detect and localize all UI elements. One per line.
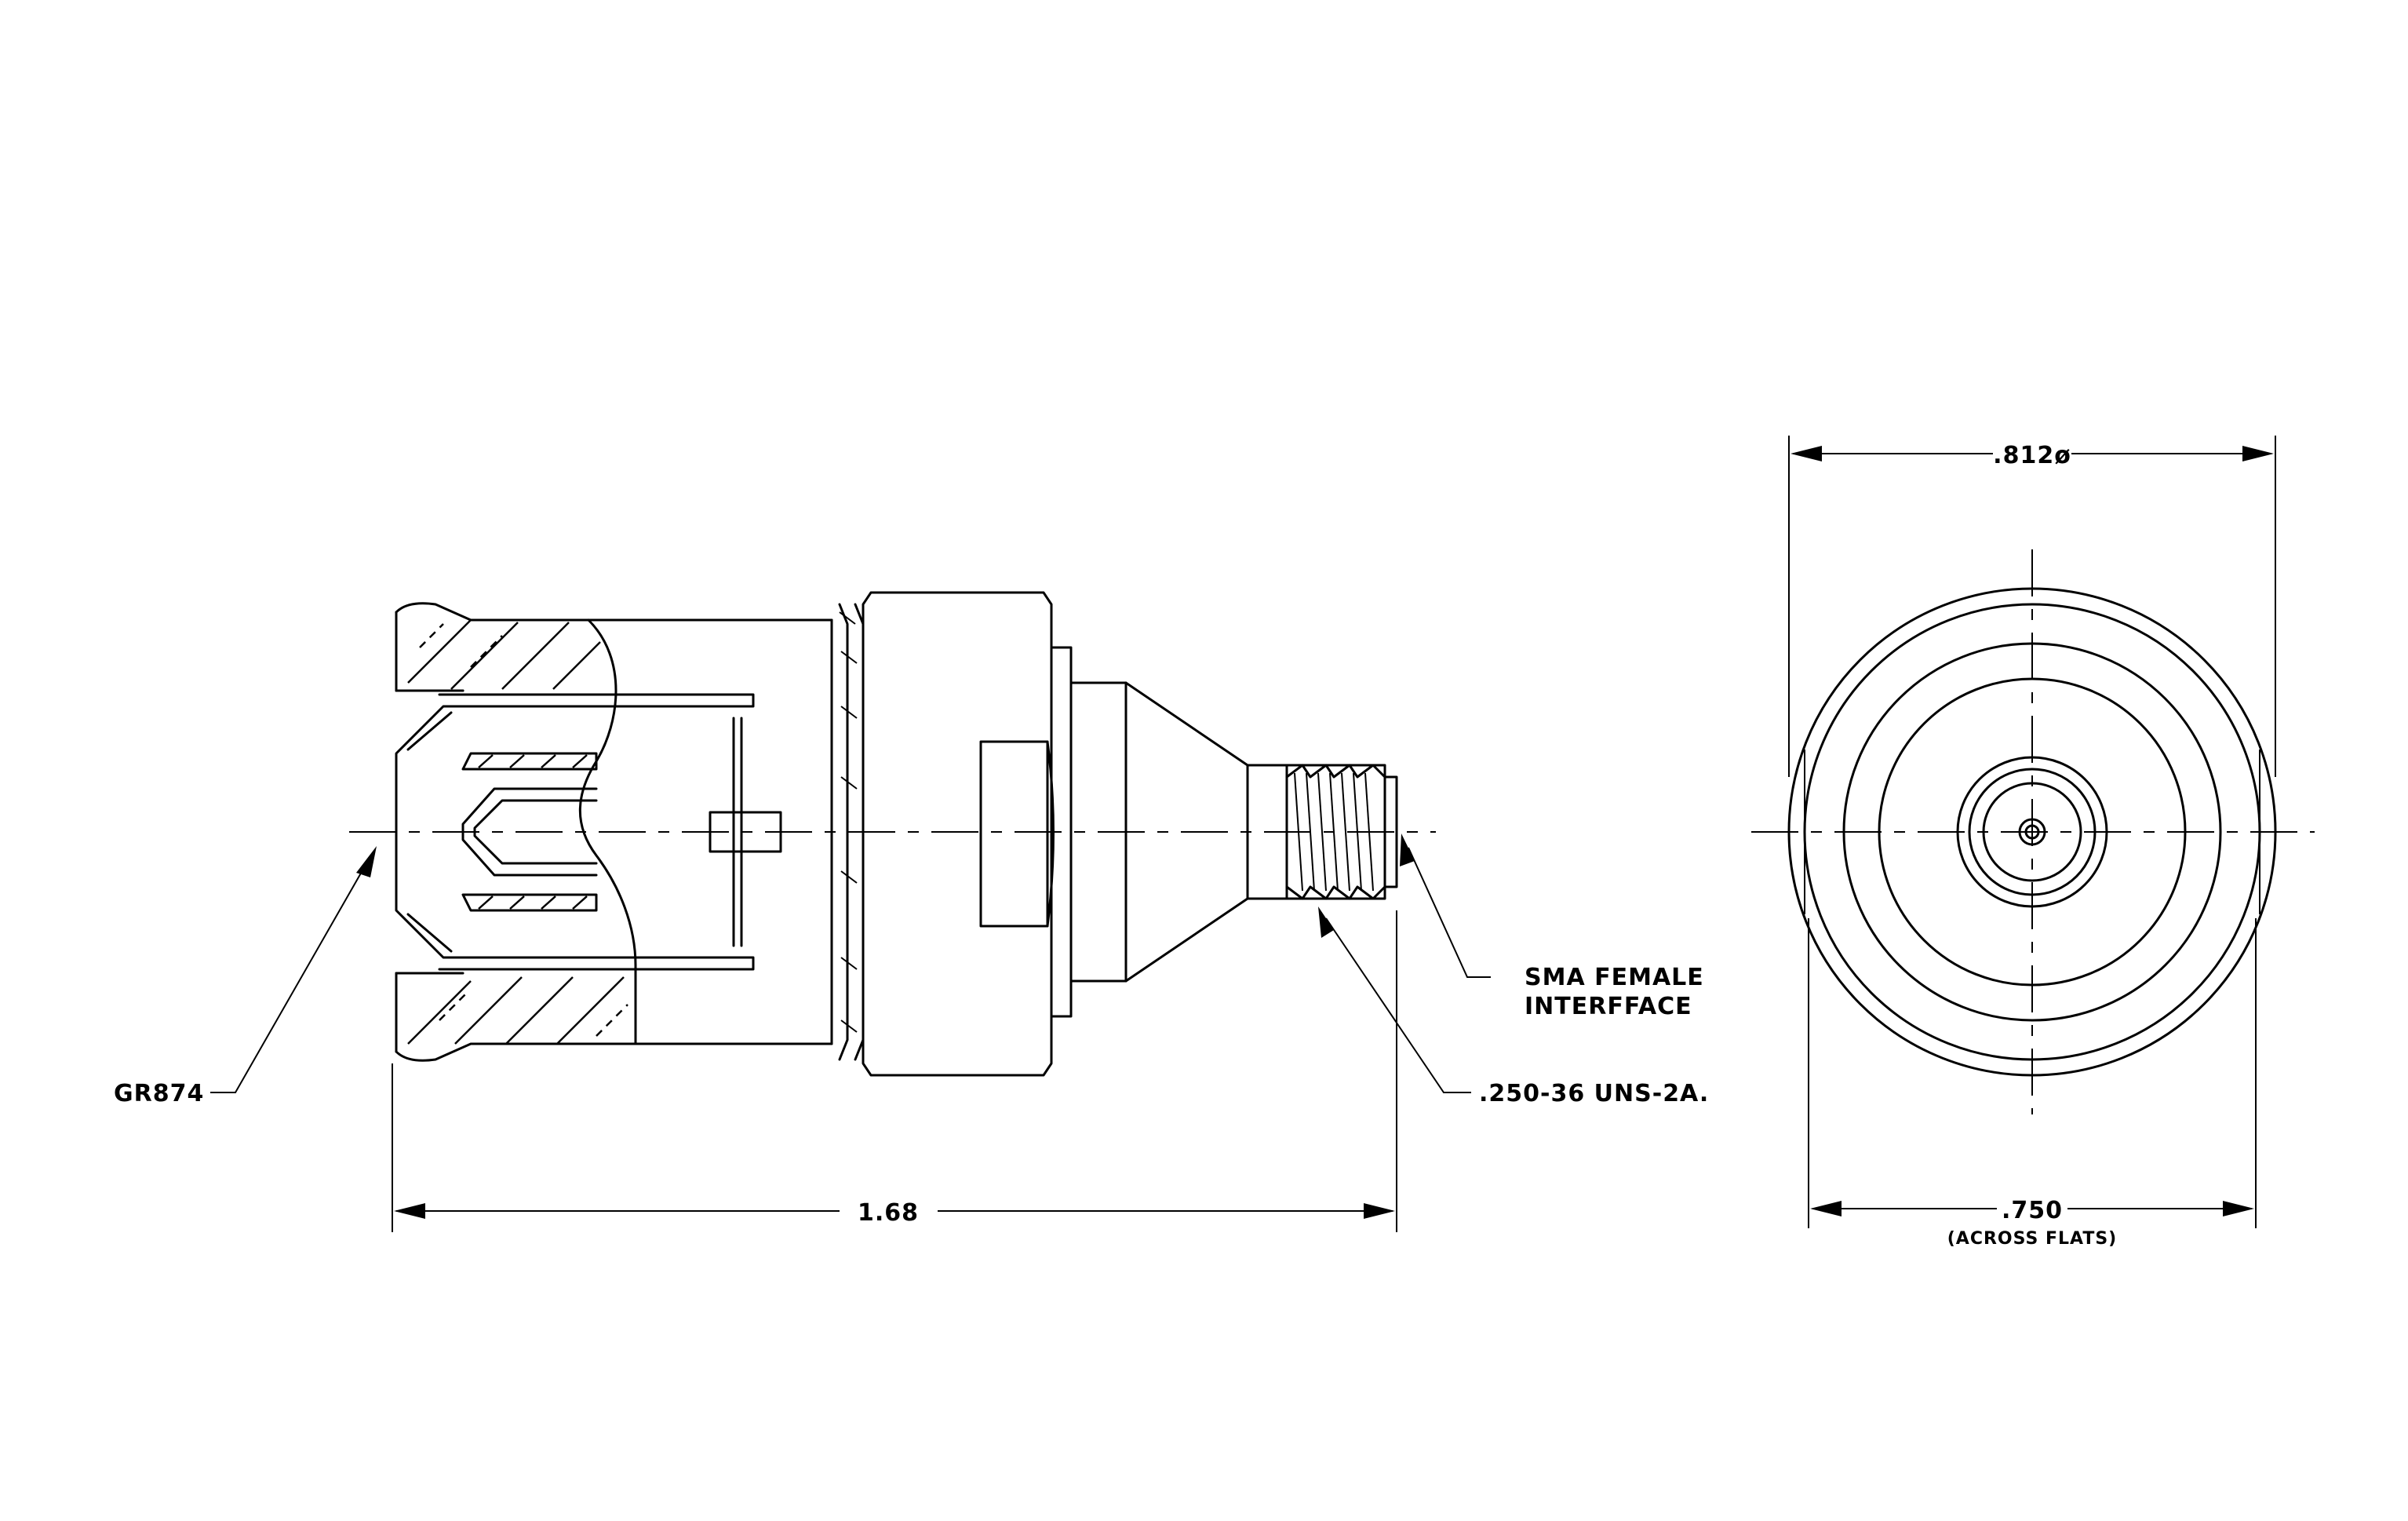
coupling-circle (1842, 642, 2222, 1022)
gr874-label: GR874 (114, 1080, 204, 1107)
body-circle (1878, 677, 2187, 987)
interface-outer-circle (1956, 756, 2108, 908)
across-flats-value: .750 (2002, 1197, 2063, 1224)
center-contact (461, 752, 598, 912)
sma-female-label: SMA FEMALE (1525, 964, 1704, 991)
length-dimension-label: 1.68 (858, 1199, 919, 1227)
gr874-sleeve (395, 602, 637, 1062)
diameter-dimension (1788, 436, 2276, 777)
coupling-body (862, 591, 1288, 1077)
length-dimension (392, 910, 1397, 1232)
sma-leader (1400, 833, 1491, 978)
pin-inner-circle (2024, 824, 2040, 840)
side-view: 1.68 GR874 SMA FEMALE INTERFFACE .250-36… (114, 591, 1709, 1232)
across-flats-note: (ACROSS FLATS) (1947, 1229, 2118, 1249)
dielectric-circle (1982, 782, 2082, 882)
interface-ring-circle (1968, 768, 2097, 896)
sma-threaded-end (1285, 764, 1398, 900)
thread-spec-label: .250-36 UNS-2A. (1479, 1080, 1709, 1107)
end-view: .812ø .750 (ACROSS FLATS) (1751, 436, 2315, 1249)
thread-leader (1318, 906, 1471, 1093)
gr874-leader (210, 846, 377, 1093)
gr874-inner-body (395, 618, 833, 1045)
diameter-label: .812ø (1993, 442, 2071, 469)
across-flats-dimension (1808, 918, 2257, 1228)
sma-interface-label: INTERFFACE (1525, 993, 1692, 1020)
pin-outer-circle (2018, 818, 2046, 846)
outer-diameter-circle (1787, 587, 2277, 1077)
